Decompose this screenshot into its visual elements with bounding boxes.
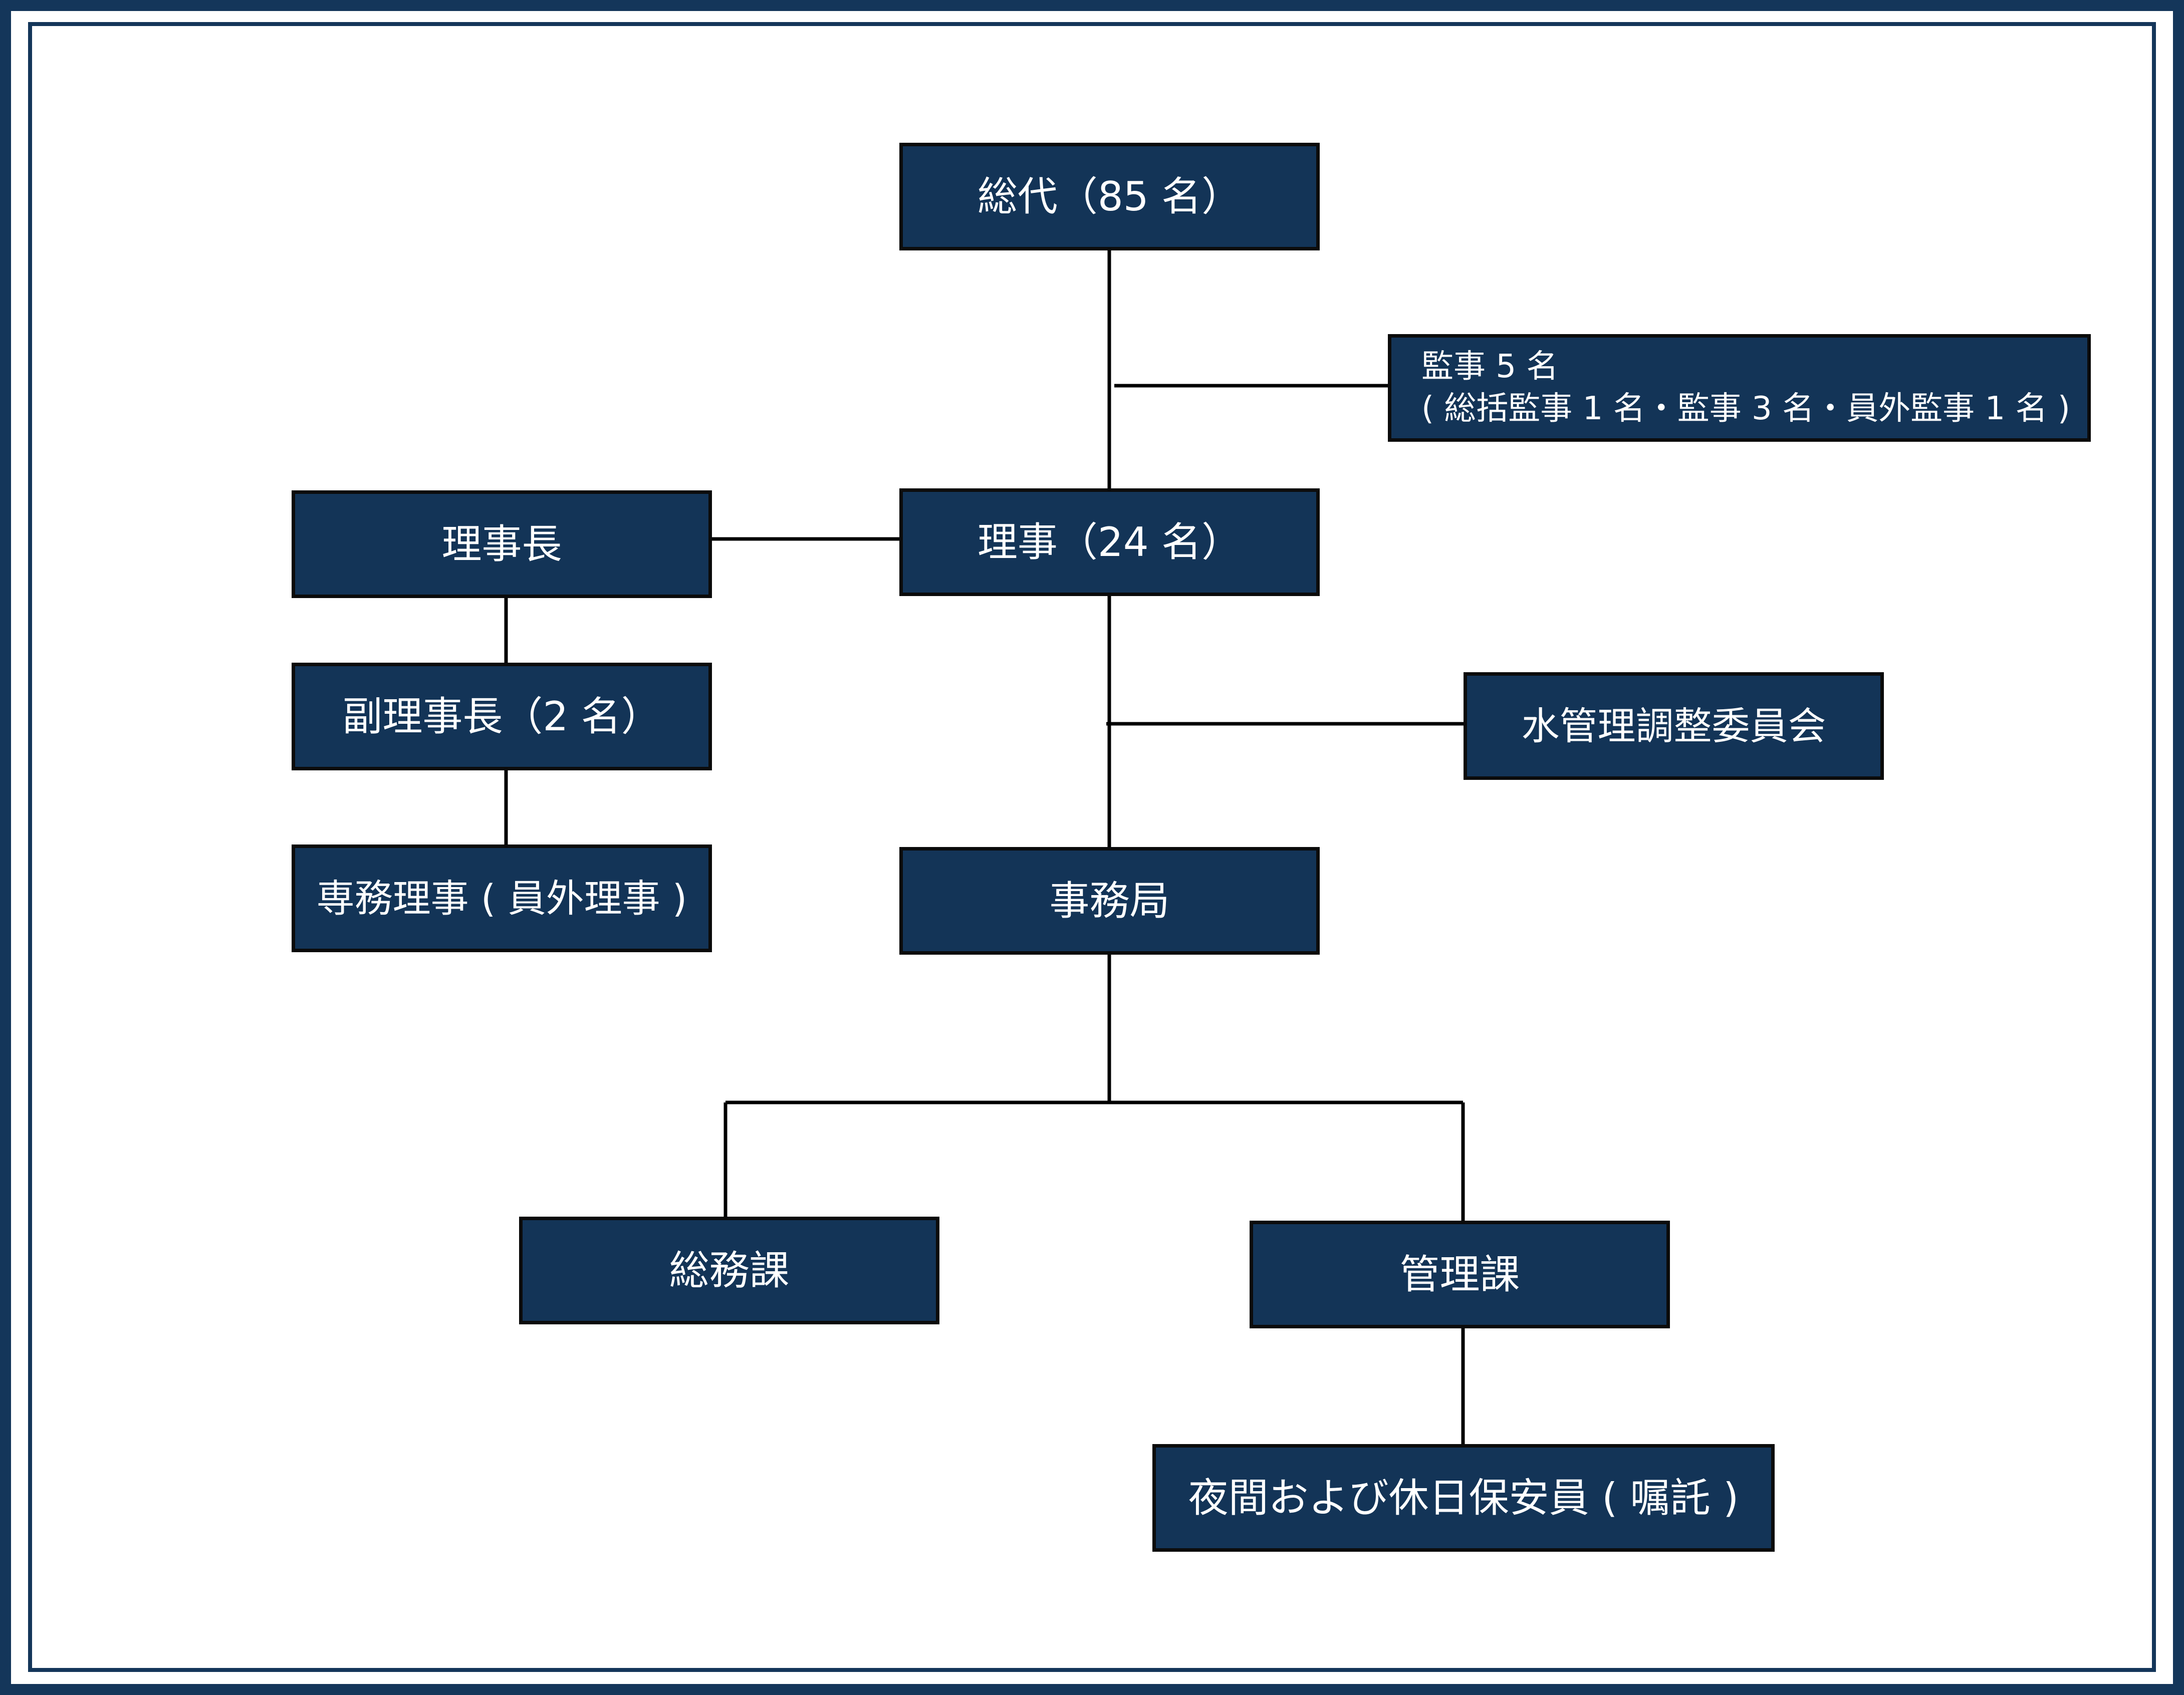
node-riji-label: 理事（24 名） <box>977 518 1242 566</box>
node-jimukyoku-label: 事務局 <box>1049 877 1170 924</box>
node-soudai: 総代（85 名） <box>899 143 1320 250</box>
node-rijicho: 理事長 <box>292 490 712 598</box>
node-fuku-rijicho: 副理事長（2 名） <box>292 663 712 770</box>
node-hoanin: 夜間および休日保安員 ( 嘱託 ) <box>1152 1444 1775 1552</box>
node-jimukyoku: 事務局 <box>899 847 1320 955</box>
node-kanrika: 管理課 <box>1250 1221 1670 1328</box>
node-fuku-rijicho-label: 副理事長（2 名） <box>342 693 661 740</box>
node-somuka: 総務課 <box>519 1217 939 1324</box>
inner-frame <box>28 22 2156 1672</box>
node-soudai-label: 総代（85 名） <box>977 173 1242 220</box>
node-riji: 理事（24 名） <box>899 488 1320 596</box>
node-kanji-label-line1: 監事 5 名 <box>1421 348 1559 386</box>
node-kanji: 監事 5 名 ( 総括監事 1 名・監事 3 名・員外監事 1 名 ) <box>1388 334 2091 442</box>
node-rijicho-label: 理事長 <box>441 520 562 568</box>
node-kanrika-label: 管理課 <box>1399 1251 1520 1298</box>
node-senmu-riji: 専務理事 ( 員外理事 ) <box>292 844 712 952</box>
node-hoanin-label: 夜間および休日保安員 ( 嘱託 ) <box>1188 1474 1739 1521</box>
node-senmu-riji-label: 専務理事 ( 員外理事 ) <box>316 876 687 921</box>
node-mizu-iinkai: 水管理調整委員会 <box>1464 672 1884 780</box>
node-kanji-label-line2: ( 総括監事 1 名・監事 3 名・員外監事 1 名 ) <box>1421 390 2070 427</box>
node-somuka-label: 総務課 <box>669 1247 790 1294</box>
node-mizu-iinkai-label: 水管理調整委員会 <box>1521 703 1826 748</box>
